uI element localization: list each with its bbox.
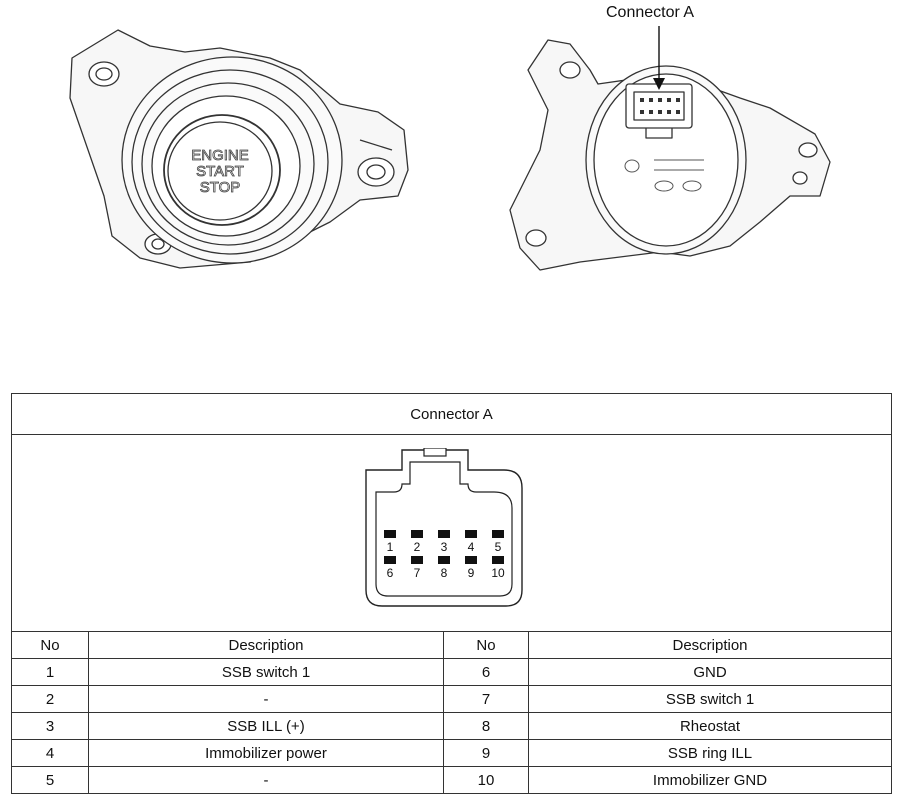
connector-inner-outline [374,461,513,597]
button-text-start: START [196,163,244,180]
pin-row-top [383,530,504,538]
button-text-engine: ENGINE [191,147,249,164]
switch-illustrations: ENGINE START STOP [69,26,831,271]
pin-number: 7 [443,685,529,713]
pin-description: SSB switch 1 [88,658,444,686]
table-title: Connector A [11,393,892,435]
callout-arrow [653,26,665,90]
pin-8-contact [437,556,450,564]
connector-outline [364,449,523,607]
pin-description: Rheostat [528,712,892,740]
pin-description: Immobilizer power [88,739,444,767]
pin-number: 2 [11,685,89,713]
housing-markings [624,159,704,192]
connector-diagram-row: 1 2 3 4 5 6 7 8 9 [11,434,892,632]
pin-label: 1 [386,540,393,554]
pin-3-contact [437,530,450,538]
pin-label: 2 [413,540,420,554]
pin-number: 8 [443,712,529,740]
pin-description: - [88,685,444,713]
pin-number: 10 [443,766,529,794]
pin-number: 3 [11,712,89,740]
pin-description: SSB ILL (+) [88,712,444,740]
pin-7-contact [410,556,423,564]
illustrations: ENGINE START STOP Connector A [0,0,899,290]
pin-number: 4 [11,739,89,767]
connector-diagram-cell: 1 2 3 4 5 6 7 8 9 [11,434,892,632]
table-row: 3 SSB ILL (+) 8 Rheostat [11,712,892,740]
connector-pinout-diagram: 1 2 3 4 5 6 7 8 9 [364,448,523,607]
pin-10-contact [491,556,504,564]
header-description-left: Description [88,631,444,659]
header-no-right: No [443,631,529,659]
button-text-stop: STOP [200,179,241,196]
pin-number: 1 [11,658,89,686]
pin-label: 9 [467,566,474,580]
pin-label: 3 [440,540,447,554]
callout-label: Connector A [606,4,695,21]
table-title-row: Connector A [11,393,892,435]
pin-number: 5 [11,766,89,794]
pin-number: 6 [443,658,529,686]
pin-labels-bottom: 6 7 8 9 10 [386,566,504,580]
pin-labels-top: 1 2 3 4 5 [386,540,501,554]
socket-pin-dots [640,98,680,114]
pin-label: 6 [386,566,393,580]
pin-row-bottom [383,556,504,564]
switch-front-view [69,29,409,269]
table-header-row: No Description No Description [11,631,892,659]
pin-label: 5 [494,540,501,554]
pin-4-contact [464,530,477,538]
switch-rear-view [509,39,831,271]
pin-5-contact [491,530,504,538]
pin-label: 10 [491,566,505,580]
pin-6-contact [383,556,396,564]
pin-description: Immobilizer GND [528,766,892,794]
pin-description: SSB ring ILL [528,739,892,767]
pin-9-contact [464,556,477,564]
pin-description: - [88,766,444,794]
button-face-lettering: ENGINE START STOP [191,147,249,197]
table-row: 5 - 10 Immobilizer GND [11,766,892,794]
connector-latch [422,448,447,457]
connector-pin-table: Connector A 1 2 [11,393,892,794]
pin-label: 4 [467,540,474,554]
pin-label: 8 [440,566,447,580]
table-row: 4 Immobilizer power 9 SSB ring ILL [11,739,892,767]
table-row: 2 - 7 SSB switch 1 [11,685,892,713]
pin-2-contact [410,530,423,538]
pin-number: 9 [443,739,529,767]
header-no-left: No [11,631,89,659]
table-row: 1 SSB switch 1 6 GND [11,658,892,686]
pin-description: GND [528,658,892,686]
header-description-right: Description [528,631,892,659]
pin-1-contact [383,530,396,538]
pin-description: SSB switch 1 [528,685,892,713]
pin-label: 7 [413,566,420,580]
